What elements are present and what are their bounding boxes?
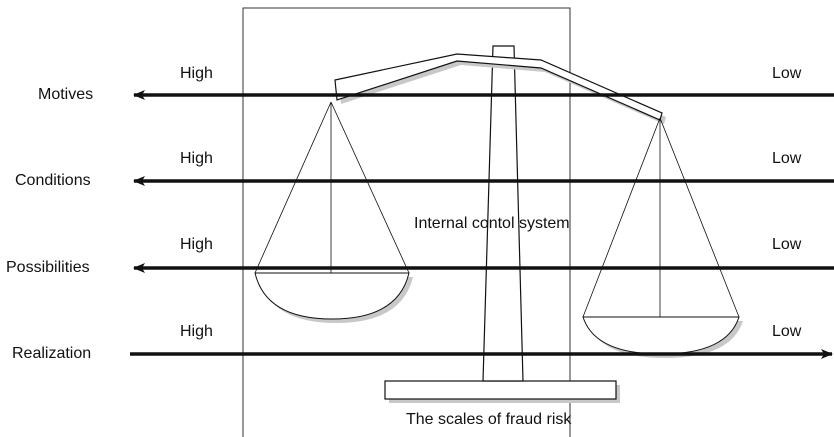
row-motives: High Low Motives [38,65,834,103]
diagram-frame [242,7,571,437]
internal-control-system-label: Internal contol system [414,215,570,232]
right-scale-pan [582,117,743,358]
row-conditions: High Low Conditions [15,150,834,189]
row-possibilities: High Low Possibilities [6,236,834,276]
row-realization-low-label: Low [772,323,802,340]
row-motives-high-label: High [180,65,213,82]
row-possibilities-high-label: High [180,236,213,253]
row-realization: High Low Realization [12,323,833,362]
row-possibilities-name-label: Possibilities [6,259,90,276]
scale-base [384,380,617,400]
row-motives-low-label: Low [772,65,802,82]
row-conditions-name-label: Conditions [15,172,91,189]
row-conditions-low-label: Low [772,150,802,167]
row-possibilities-low-label: Low [772,236,802,253]
row-realization-high-label: High [180,323,213,340]
scale-beam-shadow [339,58,666,124]
left-scale-pan [254,101,413,323]
row-motives-name-label: Motives [38,86,93,103]
row-realization-name-label: Realization [12,345,91,362]
diagram-caption: The scales of fraud risk [406,411,572,428]
row-conditions-high-label: High [180,150,213,167]
